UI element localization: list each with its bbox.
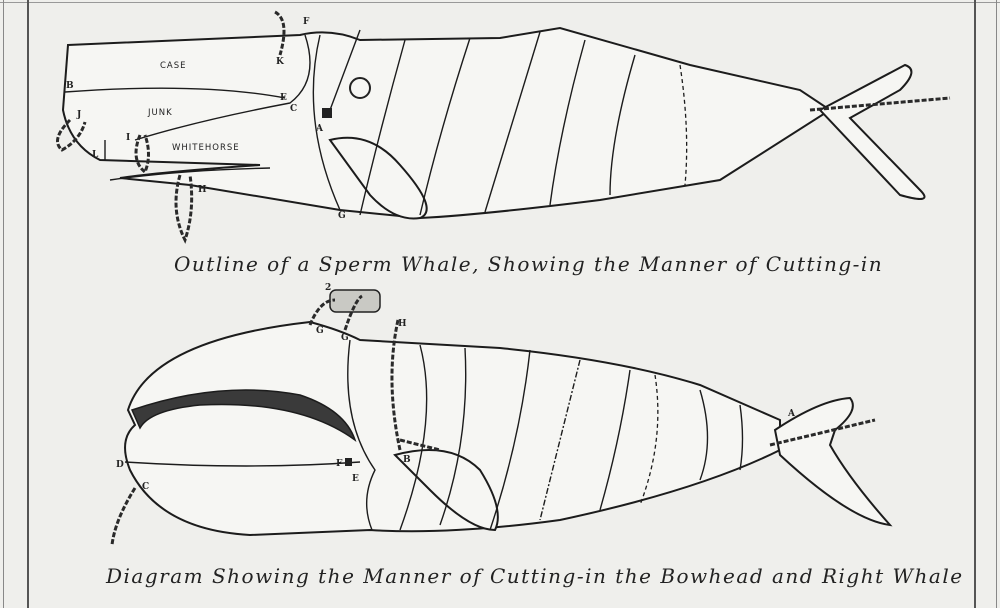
point-label-d: D <box>116 460 124 470</box>
caption-sperm-whale: Outline of a Sperm Whale, Showing the Ma… <box>174 252 884 276</box>
point-label-i: I <box>126 133 130 143</box>
region-label-case: CASE <box>160 61 187 71</box>
page-border-right-outer <box>996 0 997 608</box>
point-label-e: E <box>280 93 287 103</box>
page-border-left <box>27 0 29 608</box>
point-label-g: G <box>338 211 346 221</box>
baleen <box>130 389 357 442</box>
point-label-e: E <box>352 474 359 484</box>
point-label-g-2: G <box>341 333 349 343</box>
point-label-a: A <box>315 124 324 134</box>
point-label-c: C <box>290 104 297 114</box>
point-label-2: 2 <box>325 283 331 293</box>
point-label-a: A <box>787 409 796 419</box>
point-label-b: B <box>403 455 411 465</box>
bowhead-whale-fin <box>393 449 499 532</box>
bowhead-whale-illustration: 2 G G H D C F E B A <box>110 283 893 546</box>
region-label-junk: JUNK <box>147 108 173 118</box>
sperm-whale-illustration: CASE JUNK WHITEHORSE F K B E C A J I L H… <box>56 10 951 244</box>
bowhead-whale-tail <box>773 396 893 527</box>
point-label-j: J <box>76 110 81 120</box>
point-label-l: L <box>92 150 99 160</box>
toggle-log <box>329 289 381 313</box>
sperm-whale-body <box>61 26 832 220</box>
page-border-top <box>0 2 1000 3</box>
sperm-whale-tail <box>818 63 926 200</box>
point-label-f: F <box>336 459 343 469</box>
point-label-b: B <box>66 81 74 91</box>
page-border-left-outer <box>3 0 4 608</box>
point-label-h: H <box>198 185 207 195</box>
point-label-h: H <box>398 319 407 329</box>
point-label-c: C <box>142 482 149 492</box>
point-label-g-1: G <box>316 326 324 336</box>
page-border-right <box>974 0 976 608</box>
caption-bowhead-whale: Diagram Showing the Manner of Cutting-in… <box>106 564 964 588</box>
point-label-f: F <box>303 17 310 27</box>
region-label-whitehorse: WHITEHORSE <box>172 143 240 153</box>
point-label-k: K <box>276 57 285 67</box>
